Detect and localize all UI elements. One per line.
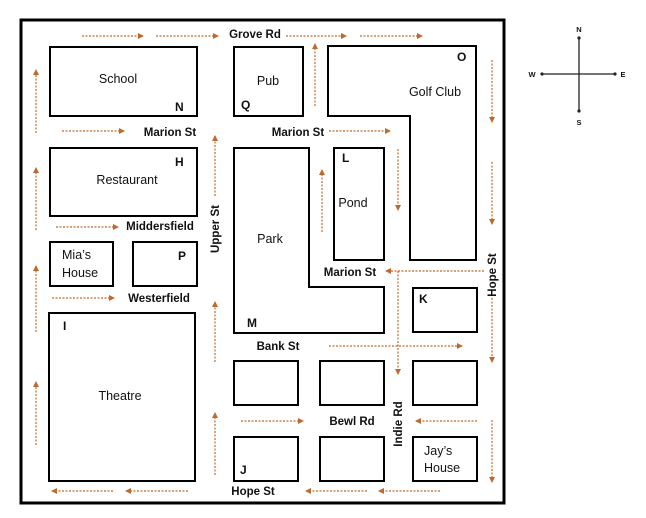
theatre-block[interactable] (48, 312, 196, 482)
street-middersfield: Middersfield (126, 221, 194, 233)
street-bewl-rd: Bewl Rd (329, 416, 374, 428)
mias-house-block[interactable] (49, 241, 114, 287)
street-marion-st-west: Marion St (144, 127, 197, 139)
label-jays-house-line2: House (424, 461, 460, 475)
park-block[interactable] (233, 147, 385, 334)
marker-m: M (247, 316, 257, 330)
block-bank-west[interactable] (233, 360, 299, 406)
marker-i: I (63, 319, 66, 333)
pub-block[interactable] (233, 46, 304, 117)
street-marion-st-east: Marion St (324, 267, 377, 279)
street-hope-st-east: Hope St (487, 253, 499, 297)
map-boundary (19, 18, 506, 505)
street-indie-rd: Indie Rd (393, 401, 405, 446)
j-block[interactable] (233, 436, 299, 482)
street-hope-st-south: Hope St (231, 486, 275, 498)
label-golf-club: Golf Club (409, 85, 461, 99)
marker-n: N (175, 100, 184, 114)
street-upper-st: Upper St (210, 205, 222, 253)
compass-east: E (620, 70, 625, 79)
marker-q: Q (241, 98, 250, 112)
marker-l: L (342, 151, 349, 165)
street-grove-rd: Grove Rd (229, 29, 281, 41)
label-pub: Pub (257, 74, 279, 88)
k-block[interactable] (412, 287, 478, 333)
street-marion-st-centre: Marion St (272, 127, 325, 139)
label-school: School (99, 72, 137, 86)
traffic-arrows (33, 33, 495, 494)
block-hope-middle[interactable] (319, 436, 385, 482)
label-mias-house-line2: House (62, 266, 98, 280)
compass-north: N (576, 25, 581, 34)
compass-west: W (528, 70, 536, 79)
block-bank-middle[interactable] (319, 360, 385, 406)
label-theatre: Theatre (98, 389, 141, 403)
street-westerfield: Westerfield (128, 293, 190, 305)
marker-p: P (178, 249, 186, 263)
label-mias-house-line1: Mia’s (62, 248, 91, 262)
street-bank-st: Bank St (257, 341, 300, 353)
marker-j: J (240, 463, 247, 477)
restaurant-block[interactable] (49, 147, 198, 217)
golf-club-block[interactable] (327, 45, 477, 261)
compass-rose-icon: N S W E (528, 25, 625, 127)
p-block[interactable] (132, 241, 198, 287)
label-pond: Pond (338, 196, 367, 210)
school-block[interactable] (49, 46, 198, 117)
pond-block[interactable] (333, 147, 385, 261)
label-jays-house-line1: Jay’s (424, 444, 452, 458)
block-bank-east[interactable] (412, 360, 478, 406)
label-park: Park (257, 232, 283, 246)
marker-o: O (457, 50, 466, 64)
label-restaurant: Restaurant (96, 173, 158, 187)
marker-k: K (419, 292, 428, 306)
marker-h: H (175, 155, 184, 169)
compass-south: S (576, 118, 581, 127)
jays-house-block[interactable] (412, 436, 478, 482)
